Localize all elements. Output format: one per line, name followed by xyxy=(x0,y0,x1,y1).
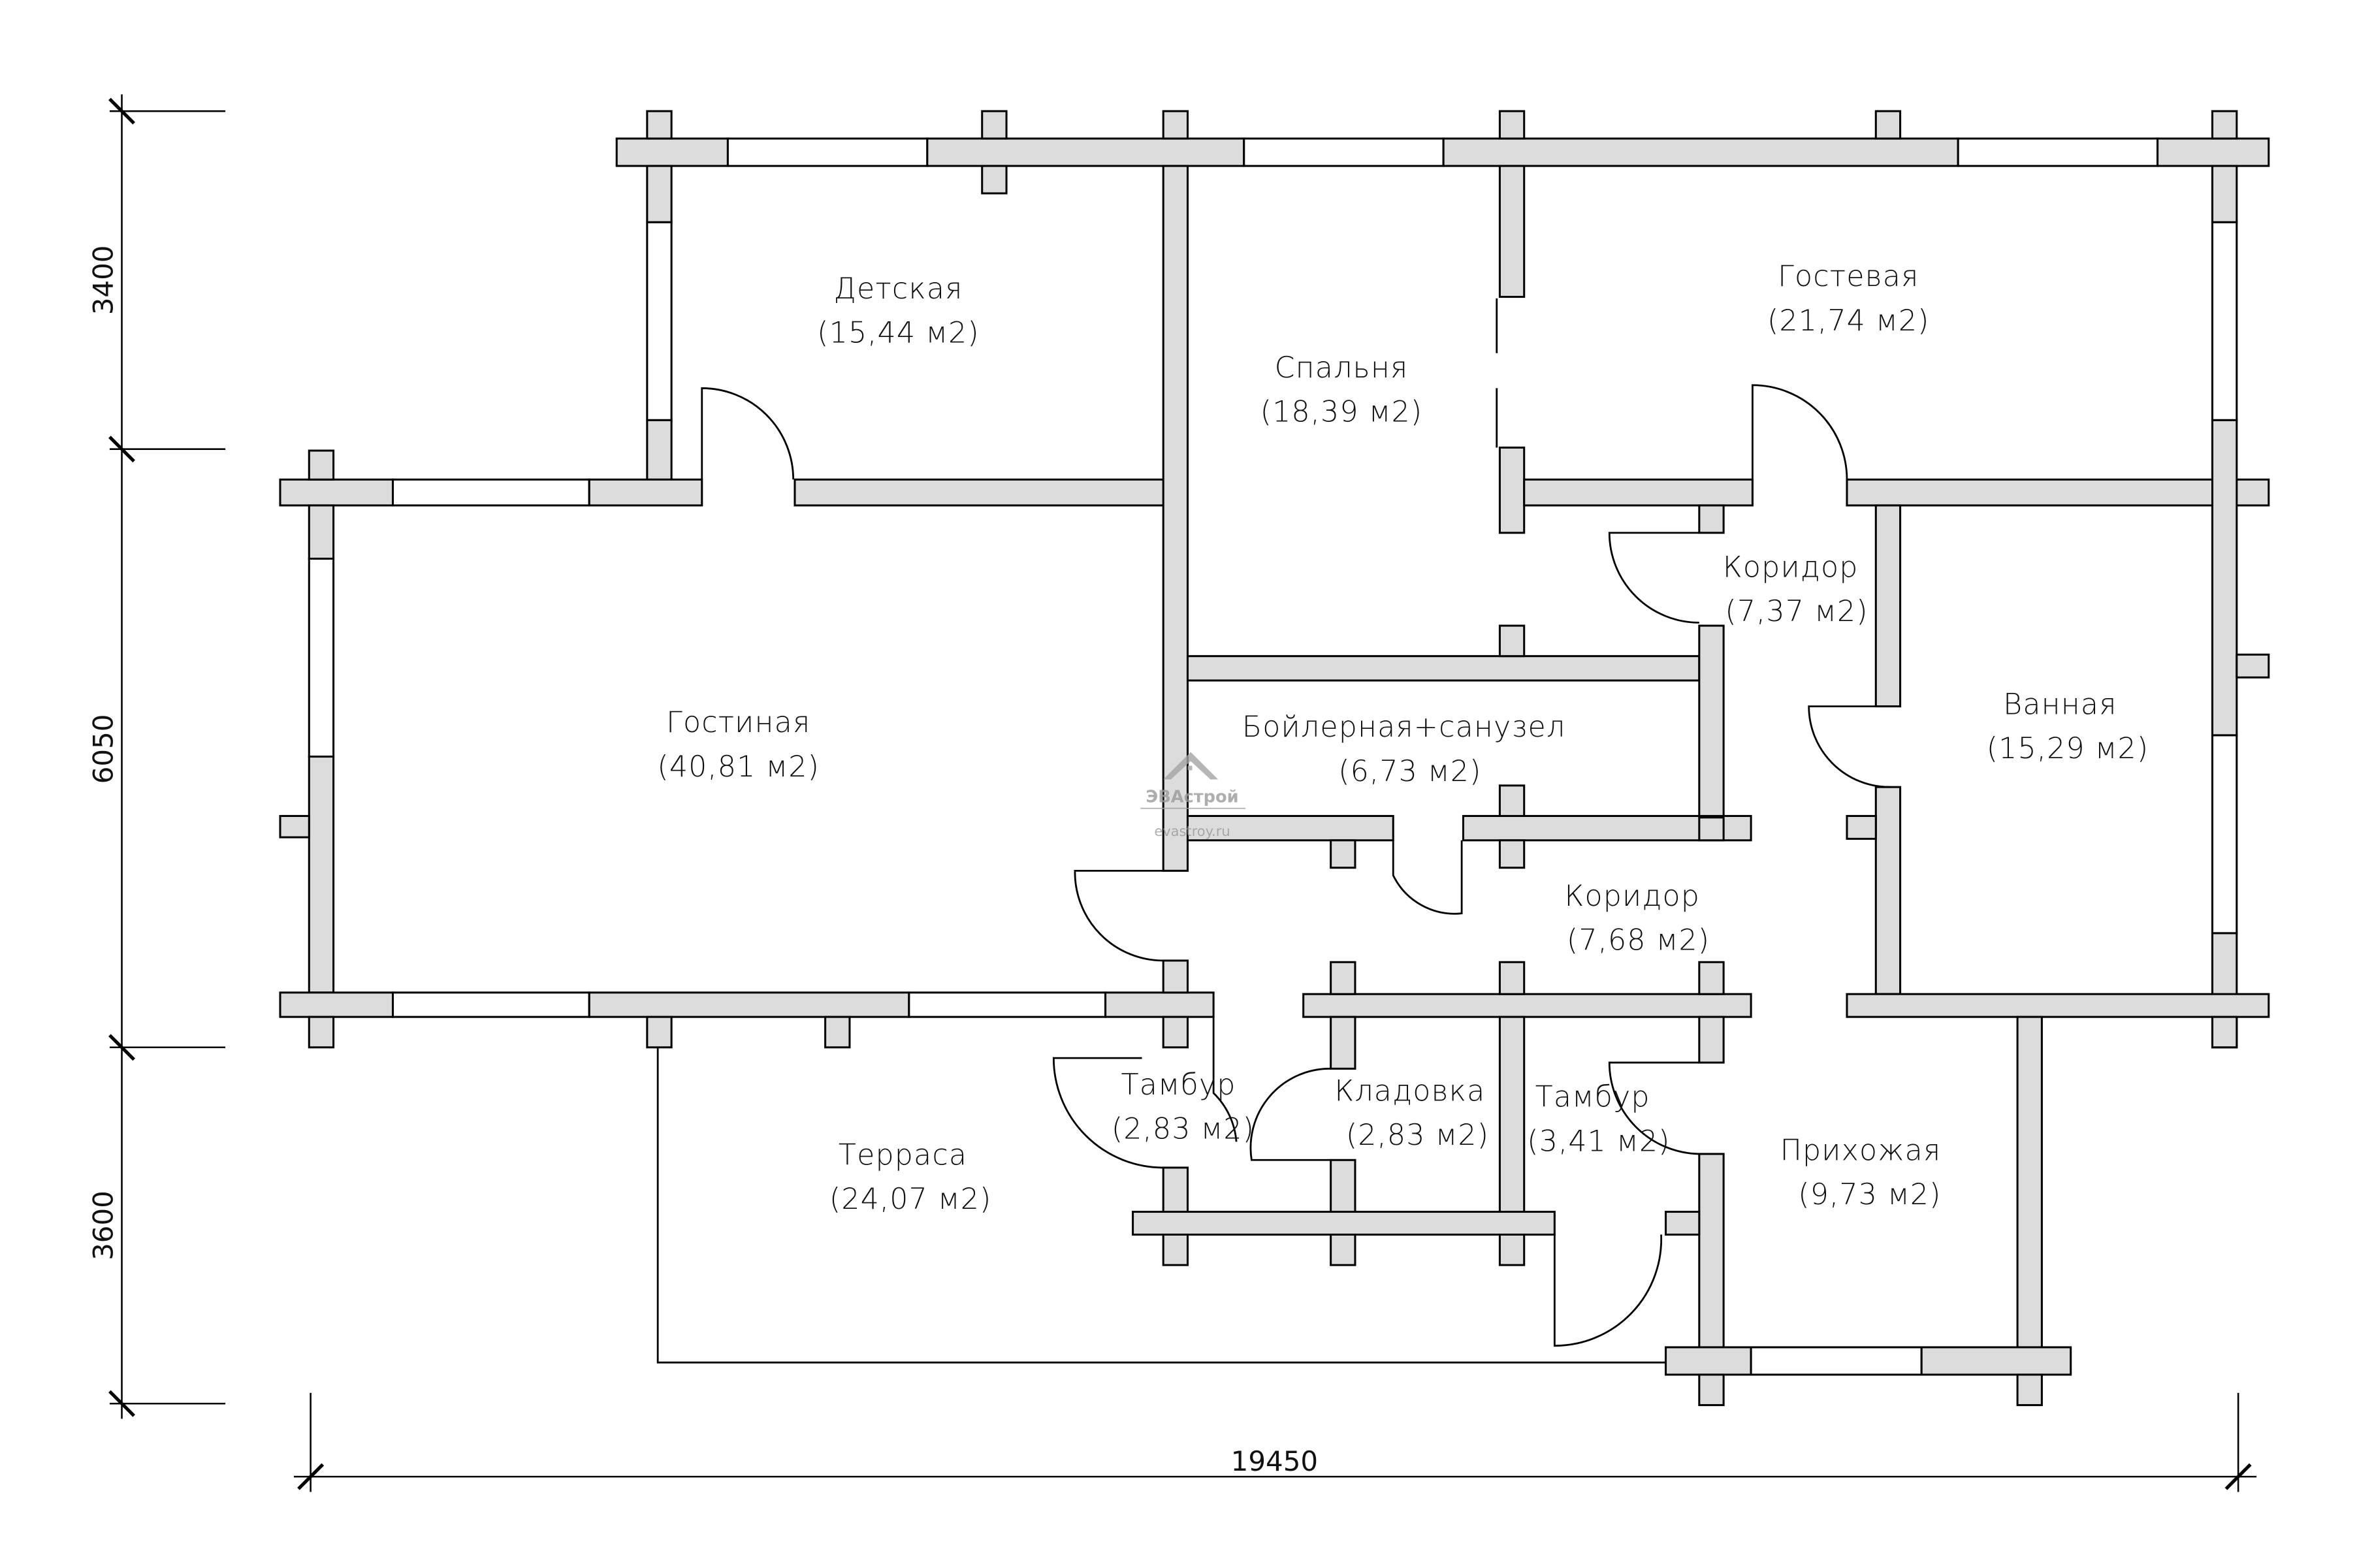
room-kladovka-area: (2,83 м2) xyxy=(1346,1119,1489,1152)
room-koridor1-area: (7,37 м2) xyxy=(1725,595,1868,628)
door-gostinaya xyxy=(1074,869,1164,962)
door-koridor1 xyxy=(1608,532,1699,624)
room-terrasa-name: Терраса xyxy=(839,1138,967,1172)
room-koridor2-area: (7,68 м2) xyxy=(1567,924,1710,957)
room-gostevaya-area: (21,74 м2) xyxy=(1767,304,1930,338)
door-tambur2 xyxy=(1608,1061,1699,1155)
room-gostinaya-area: (40,81 м2) xyxy=(657,750,820,784)
terrace-outline xyxy=(656,1047,1672,1364)
dimension-3600: 3600 xyxy=(88,1191,120,1260)
dimension-19450: 19450 xyxy=(1231,1445,1318,1477)
room-boylernaya-name: Бойлерная+санузел xyxy=(1242,711,1566,744)
door-gostevaya xyxy=(1752,384,1848,480)
room-koridor1-name: Коридор xyxy=(1723,551,1859,584)
room-detskaya-name: Детская xyxy=(833,272,963,306)
house-logo-icon xyxy=(1163,752,1219,780)
room-gostevaya-name: Гостевая xyxy=(1778,260,1919,293)
room-tambur2-name: Тамбур xyxy=(1535,1081,1650,1114)
door-vannaya xyxy=(1808,705,1890,788)
dimension-left: 3400 6050 3600 xyxy=(88,94,226,1419)
room-prihozhaya-name: Прихожая xyxy=(1780,1134,1942,1167)
room-prihozhaya-area: (9,73 м2) xyxy=(1798,1178,1941,1211)
room-vannaya-name: Ванная xyxy=(2003,688,2117,721)
room-kladovka-name: Кладовка xyxy=(1334,1074,1485,1108)
room-detskaya-area: (15,44 м2) xyxy=(817,316,980,349)
watermark-url: evastroy.ru xyxy=(1154,824,1230,839)
room-gostinaya-name: Гостиная xyxy=(666,706,810,739)
room-tambur1-name: Тамбур xyxy=(1121,1068,1236,1102)
room-boylernaya-area: (6,73 м2) xyxy=(1338,755,1481,788)
room-spalnya-area: (18,39 м2) xyxy=(1260,396,1423,429)
room-tambur1-area: (2,83 м2) xyxy=(1112,1113,1255,1146)
watermark-brand: ЭВАстрой xyxy=(1146,787,1238,807)
room-terrasa-area: (24,07 м2) xyxy=(829,1183,992,1216)
doors xyxy=(701,384,1890,1347)
watermark: ЭВАстрой evastroy.ru xyxy=(1140,752,1246,839)
room-spalnya-name: Спальня xyxy=(1275,351,1409,385)
door-tambur1-inner xyxy=(1212,1017,1238,1142)
room-tambur2-area: (3,41 м2) xyxy=(1527,1125,1670,1158)
door-tambur1-outer xyxy=(1052,1057,1164,1169)
dimension-bottom: 19450 xyxy=(293,1392,2257,1492)
room-vannaya-area: (15,29 м2) xyxy=(1987,732,2149,765)
dimension-3400: 3400 xyxy=(88,246,120,315)
room-labels: Детская (15,44 м2) Спальня (18,39 м2) Го… xyxy=(657,260,2149,1216)
dimension-6050: 6050 xyxy=(88,714,120,784)
door-kladovka xyxy=(1249,1068,1331,1161)
door-boylernaya xyxy=(1392,840,1463,915)
door-prihozhaya-out xyxy=(1553,1234,1663,1347)
room-koridor2-name: Коридор xyxy=(1564,880,1700,913)
walls xyxy=(279,110,2270,1407)
door-detskaya xyxy=(701,387,795,480)
